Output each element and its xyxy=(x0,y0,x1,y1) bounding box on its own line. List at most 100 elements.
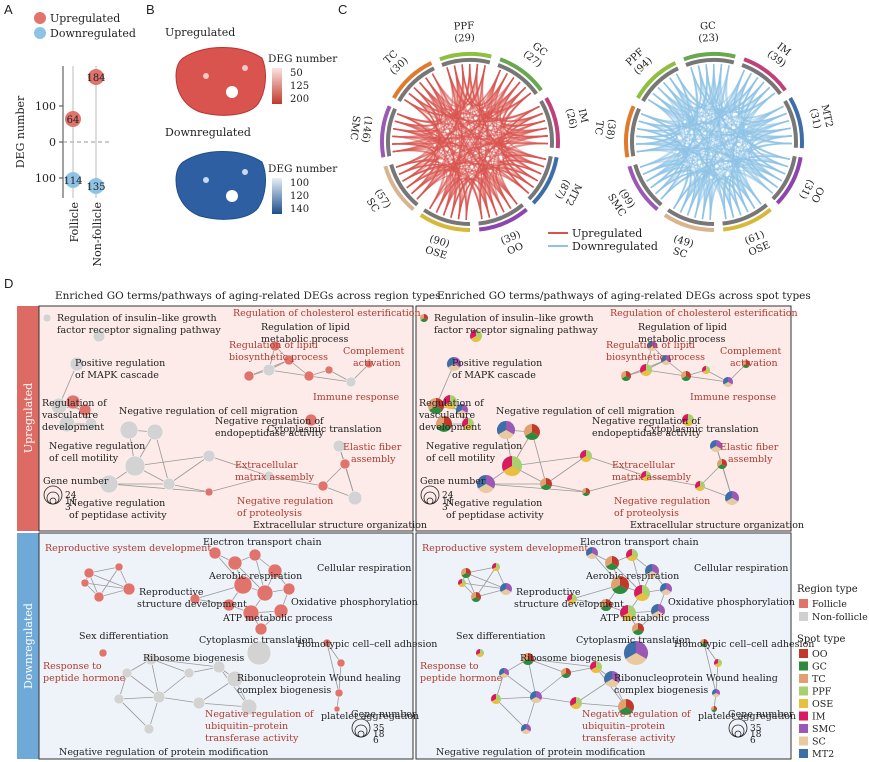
go-term-label: Cytoplasmic translation xyxy=(644,424,759,435)
network-node xyxy=(121,667,133,679)
chord-sector-arc xyxy=(743,57,787,92)
network-node xyxy=(226,670,244,688)
chord-link xyxy=(657,87,778,188)
go-term-label: Negative regulation xyxy=(426,441,522,452)
go-term-label: Reproductive system development xyxy=(45,543,211,554)
network-node-slice xyxy=(612,585,628,595)
network-node xyxy=(347,490,363,506)
network-node-slice xyxy=(444,416,453,428)
network-node-slice xyxy=(659,583,666,592)
network-node xyxy=(122,582,136,596)
network-edge xyxy=(685,375,729,383)
go-term-label: complex biogenesis xyxy=(237,685,331,696)
go-term-label: Regulation of xyxy=(42,398,108,409)
b-up-colorbar xyxy=(272,68,282,104)
network-node-slice xyxy=(624,641,636,659)
go-term-label: Extracellular xyxy=(235,460,298,471)
go-term-label: platelet aggregation xyxy=(321,711,419,722)
chord-link xyxy=(397,92,532,125)
go-term-label: Response to xyxy=(420,661,479,672)
chord-sector-count: (38) xyxy=(604,118,617,140)
network-node-slice xyxy=(723,382,733,388)
go-term-label: Regulation of xyxy=(419,398,485,409)
go-term-label: Regulation of lipid xyxy=(261,322,350,333)
network-node-slice xyxy=(468,418,474,427)
go-term-label: Wound healing xyxy=(706,673,778,684)
chord-sector-track xyxy=(539,100,554,148)
go-term-label: Reproductive xyxy=(516,587,581,598)
chord-sector-track xyxy=(722,203,768,226)
network-node xyxy=(322,638,332,648)
go-term-label: peptide hormone xyxy=(43,673,126,684)
go-term-label: Negative regulation xyxy=(49,441,145,452)
chord-link xyxy=(652,92,791,132)
network-edge xyxy=(208,475,270,493)
network-node-slice xyxy=(436,416,444,428)
network-edge xyxy=(118,696,160,700)
b-down-legend-title: DEG number xyxy=(268,163,338,175)
network-node-slice xyxy=(447,357,454,368)
go-term-label: Ribonucleoprotein xyxy=(237,673,326,684)
network-node xyxy=(144,652,158,666)
go-term-label: Extracellular structure organization xyxy=(253,520,427,531)
network-node-slice xyxy=(725,498,739,506)
chord-sector-arc xyxy=(531,156,559,205)
chord-link xyxy=(679,155,791,213)
network-node-slice xyxy=(521,724,526,732)
spot-legend-swatch xyxy=(799,699,808,708)
network-node-slice xyxy=(706,366,711,372)
network-edge xyxy=(595,666,627,708)
network-node xyxy=(267,563,283,579)
go-term-label: of peptidase activity xyxy=(69,510,167,521)
go-term-label: development xyxy=(42,422,104,433)
network-edge xyxy=(268,475,324,487)
network-node xyxy=(124,455,146,477)
network-node-slice xyxy=(647,341,652,349)
chord-sector-track xyxy=(633,164,663,207)
network-node-slice xyxy=(612,556,620,567)
network-node-slice xyxy=(658,604,666,615)
chord-sector-arc xyxy=(499,57,543,92)
network-node xyxy=(113,693,125,705)
network-node xyxy=(65,394,81,410)
tissue-hole xyxy=(226,86,238,98)
network-edge xyxy=(338,662,342,694)
network-node-slice xyxy=(461,418,468,427)
chord-link xyxy=(722,175,762,220)
network-node xyxy=(273,603,289,619)
go-term-label: vasculature xyxy=(418,410,476,421)
chord-sector-arc xyxy=(380,105,392,158)
chord-link xyxy=(393,86,527,132)
network-node-slice xyxy=(450,395,458,406)
network-node-slice xyxy=(420,314,424,320)
go-term-label: metabolic process xyxy=(261,334,348,345)
network-edge xyxy=(527,658,567,674)
network-up-region: Regulation of insulin–like growthfactor … xyxy=(41,308,427,531)
go-term-label: Negative regulation xyxy=(446,498,542,509)
panel-c-label: C xyxy=(338,2,348,17)
chord-sector-count: (146) xyxy=(359,115,373,143)
network-node-slice xyxy=(476,649,480,655)
network-node-slice xyxy=(498,430,514,439)
tick-label-100-down: 100 xyxy=(35,172,56,185)
region-legend-label: Non-follicle xyxy=(812,612,868,623)
network-node-slice xyxy=(497,421,506,435)
network-edge xyxy=(715,662,719,694)
dot-follicle-down xyxy=(65,172,81,188)
network-node xyxy=(146,423,164,441)
network-node xyxy=(324,365,334,375)
go-term-label: Negative regulation xyxy=(69,498,165,509)
network-node xyxy=(282,582,296,596)
go-term-label: factor receptor signaling pathway xyxy=(57,325,221,336)
panel-b-label: B xyxy=(146,2,155,17)
network-edge xyxy=(531,431,547,485)
category-nonfollicle: Non-follicle xyxy=(91,202,104,267)
go-term-label: Wound healing xyxy=(329,673,401,684)
region-legend-swatch xyxy=(799,612,808,621)
network-node xyxy=(246,640,272,666)
network-node-slice xyxy=(596,661,602,670)
chord-sector-track xyxy=(441,58,491,67)
network-edge xyxy=(475,566,497,598)
go-term-label: endopeptidase activity xyxy=(592,428,702,439)
chord-link xyxy=(392,135,548,140)
